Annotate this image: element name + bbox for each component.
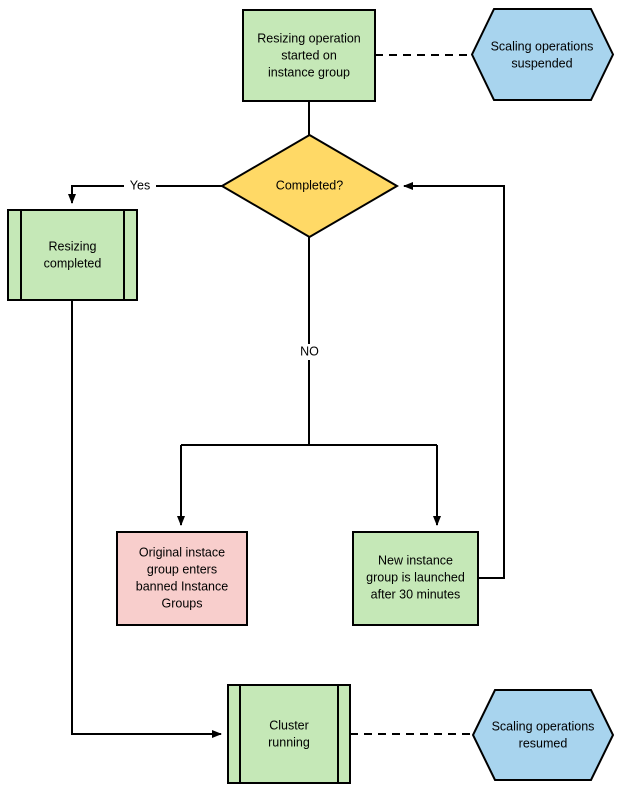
node-cluster-running-line-1: Cluster	[269, 718, 309, 732]
node-resizing-started-line-1: Resizing operation	[257, 31, 361, 45]
node-original-group-banned-line-2: group enters	[147, 562, 217, 576]
node-original-group-banned-line-3: banned Instance	[136, 579, 228, 593]
node-completed-decision-label: Completed?	[276, 178, 343, 192]
node-resizing-started-shape	[242, 9, 376, 102]
edge-label-yes-bg	[124, 178, 156, 194]
edge-new-group-back-to-decision	[403, 182, 505, 579]
edge-label-no: NO	[294, 344, 325, 360]
node-resizing-completed-line-2: completed	[44, 256, 102, 270]
node-completed-decision-shape	[220, 133, 399, 239]
node-scaling-resumed-line-2: resumed	[519, 736, 568, 750]
edge-label-no-text: NO	[300, 344, 319, 358]
node-scaling-resumed[interactable]: Scaling operations resumed	[471, 689, 615, 781]
node-resizing-started-line-2: started on	[281, 48, 337, 62]
edge-labels-layer: Yes NO	[124, 178, 325, 360]
node-new-group-launched-line-3: after 30 minutes	[371, 587, 461, 601]
node-completed-decision[interactable]: Completed?	[220, 133, 399, 239]
edges-layer	[68, 54, 505, 738]
node-cluster-running-line-2: running	[268, 735, 310, 749]
node-original-group-banned-shape	[116, 531, 248, 626]
node-resizing-completed-line-1: Resizing	[49, 239, 97, 253]
node-resizing-completed[interactable]: Resizing completed	[7, 209, 138, 301]
node-scaling-suspended[interactable]: Scaling operations suspended	[470, 8, 615, 101]
edge-label-no-bg	[294, 344, 325, 360]
node-new-group-launched-line-2: group is launched	[366, 570, 465, 584]
node-original-group-banned-line-1: Original instace	[139, 545, 225, 559]
edge-label-yes: Yes	[124, 178, 156, 194]
node-scaling-resumed-shape	[471, 689, 615, 781]
node-scaling-suspended-shape	[470, 8, 615, 101]
node-resizing-started[interactable]: Resizing operation started on instance g…	[242, 9, 376, 102]
node-cluster-running[interactable]: Cluster running	[227, 684, 351, 784]
node-cluster-running-shape	[227, 684, 351, 784]
node-new-group-launched-shape	[352, 531, 479, 626]
edge-decision-yes	[68, 185, 222, 204]
node-scaling-suspended-line-2: suspended	[511, 56, 572, 70]
nodes-layer: Resizing operation started on instance g…	[7, 8, 615, 784]
edge-resizing-completed-to-cluster	[71, 300, 222, 738]
node-resizing-started-line-3: instance group	[268, 65, 350, 79]
node-original-group-banned-line-4: Groups	[162, 596, 203, 610]
node-new-group-launched-line-1: New instance	[378, 553, 453, 567]
node-new-group-launched[interactable]: New instance group is launched after 30 …	[352, 531, 479, 626]
node-scaling-resumed-line-1: Scaling operations	[492, 719, 595, 733]
node-scaling-suspended-line-1: Scaling operations	[491, 39, 594, 53]
node-original-group-banned[interactable]: Original instace group enters banned Ins…	[116, 531, 248, 626]
edge-label-yes-text: Yes	[130, 178, 150, 192]
node-resizing-completed-shape	[7, 209, 138, 301]
